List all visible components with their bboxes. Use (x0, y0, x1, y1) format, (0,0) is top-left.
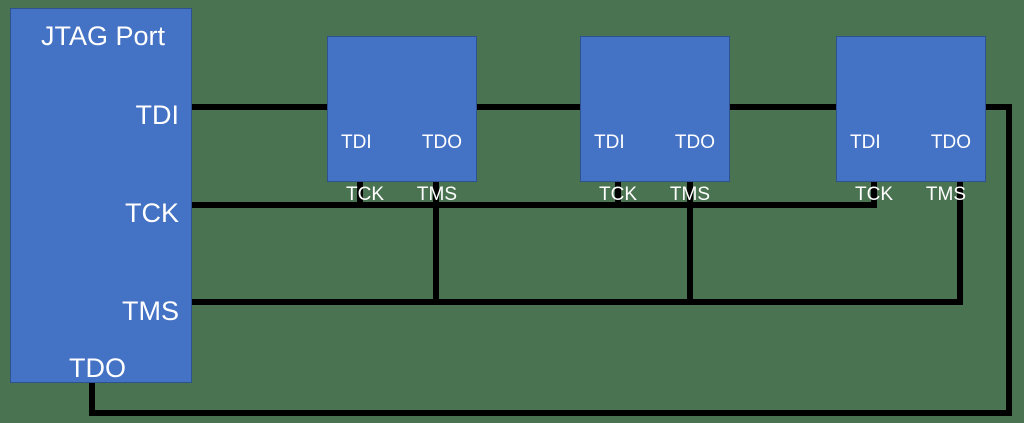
device-3-pin-tck: TCK (855, 184, 893, 205)
jtag-port-pin-tck: TCK (125, 198, 179, 228)
device-2-pin-tms: TMS (669, 184, 710, 205)
wire-tck-bus (189, 202, 877, 208)
wire-tms-bus (189, 299, 963, 305)
device-3-pin-tms: TMS (925, 184, 966, 205)
wire-tdo3-out (983, 104, 1012, 110)
jtag-port-pin-tdo: TDO (69, 353, 126, 383)
wire-tms-stub-device1 (433, 179, 439, 302)
jtag-port-box[interactable]: JTAG Port TDI TCK TMS TDO (10, 8, 192, 383)
wire-tdo-return-bottom (89, 410, 1012, 416)
wire-tck-stub-device1 (357, 179, 363, 205)
wire-tdo-port-drop (89, 380, 95, 416)
wire-tck-stub-device2 (615, 179, 621, 205)
wire-tck-stub-device3 (871, 179, 877, 205)
wire-tdo1-to-tdi2 (473, 104, 583, 110)
wire-tdo2-to-tdi3 (727, 104, 839, 110)
device-1-pin-tdi: TDI (341, 132, 372, 153)
device-2-pin-tdo: TDO (674, 132, 715, 153)
device-2-pin-tdi: TDI (594, 132, 625, 153)
device-3-pin-tdi: TDI (850, 132, 881, 153)
device-box-1[interactable]: TDI TDO TCK TMS (327, 36, 477, 204)
wire-tdi-port-to-device1 (189, 104, 331, 110)
device-3-pin-tdo: TDO (930, 132, 971, 153)
device-1-pin-tms: TMS (416, 184, 457, 205)
device-1-pin-tdo: TDO (421, 132, 462, 153)
jtag-port-pin-tms: TMS (122, 296, 179, 326)
wire-tms-stub-device2 (687, 179, 693, 302)
jtag-port-title: JTAG Port (41, 21, 166, 51)
wire-tms-stub-device3 (957, 179, 963, 302)
wire-tdo-return-vertical (1006, 104, 1012, 416)
jtag-port-pin-tdi: TDI (135, 100, 180, 130)
device-1-pin-tck: TCK (346, 184, 384, 205)
device-2-pin-tck: TCK (599, 184, 637, 205)
device-box-2[interactable]: TDI TDO TCK TMS (580, 36, 730, 204)
device-box-3[interactable]: TDI TDO TCK TMS (836, 36, 986, 204)
